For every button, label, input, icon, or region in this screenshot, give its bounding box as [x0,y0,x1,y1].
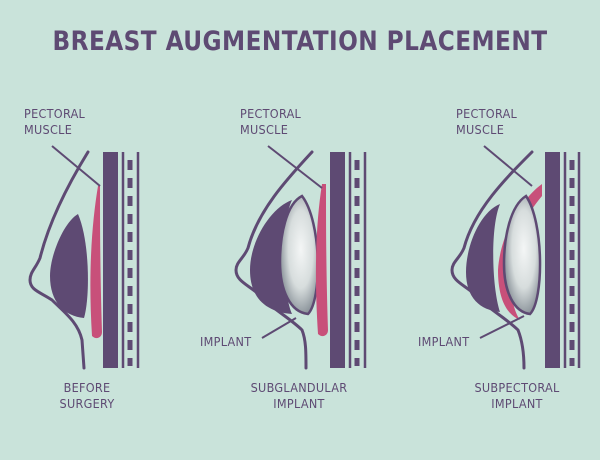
pointer-line [267,145,323,189]
panel-caption: BEFORE SURGERY [59,380,115,411]
mammary-gland [50,214,88,318]
panel-before-surgery [28,145,140,370]
pointer-line [479,315,525,339]
pectoral-muscle-label: PECTORAL MUSCLE [24,106,86,137]
panel-subpectoral [450,145,581,370]
mammary-gland [466,204,500,312]
pectoral-muscle-label: PECTORAL MUSCLE [456,106,518,137]
breast-outline [450,150,534,370]
breast-outline [234,150,314,370]
pectoral-muscle [315,184,328,337]
rib-band [330,152,345,368]
pectoral-muscle-label: PECTORAL MUSCLE [240,106,302,137]
breast-outline [28,150,90,370]
implant [502,194,542,316]
panel-subglandular [234,145,367,370]
page-title: BREAST AUGMENTATION PLACEMENT [52,26,548,57]
implant-label: IMPLANT [200,334,252,349]
pointer-line [483,145,533,187]
panel-caption: SUBGLANDULAR IMPLANT [250,380,348,411]
pointer-line [51,145,101,187]
implant-label: IMPLANT [418,334,470,349]
pectoral-muscle [90,186,102,339]
rib-band [545,152,560,368]
pointer-line [261,317,297,339]
rib-band [103,152,118,368]
panel-caption: SUBPECTORAL IMPLANT [474,380,560,411]
